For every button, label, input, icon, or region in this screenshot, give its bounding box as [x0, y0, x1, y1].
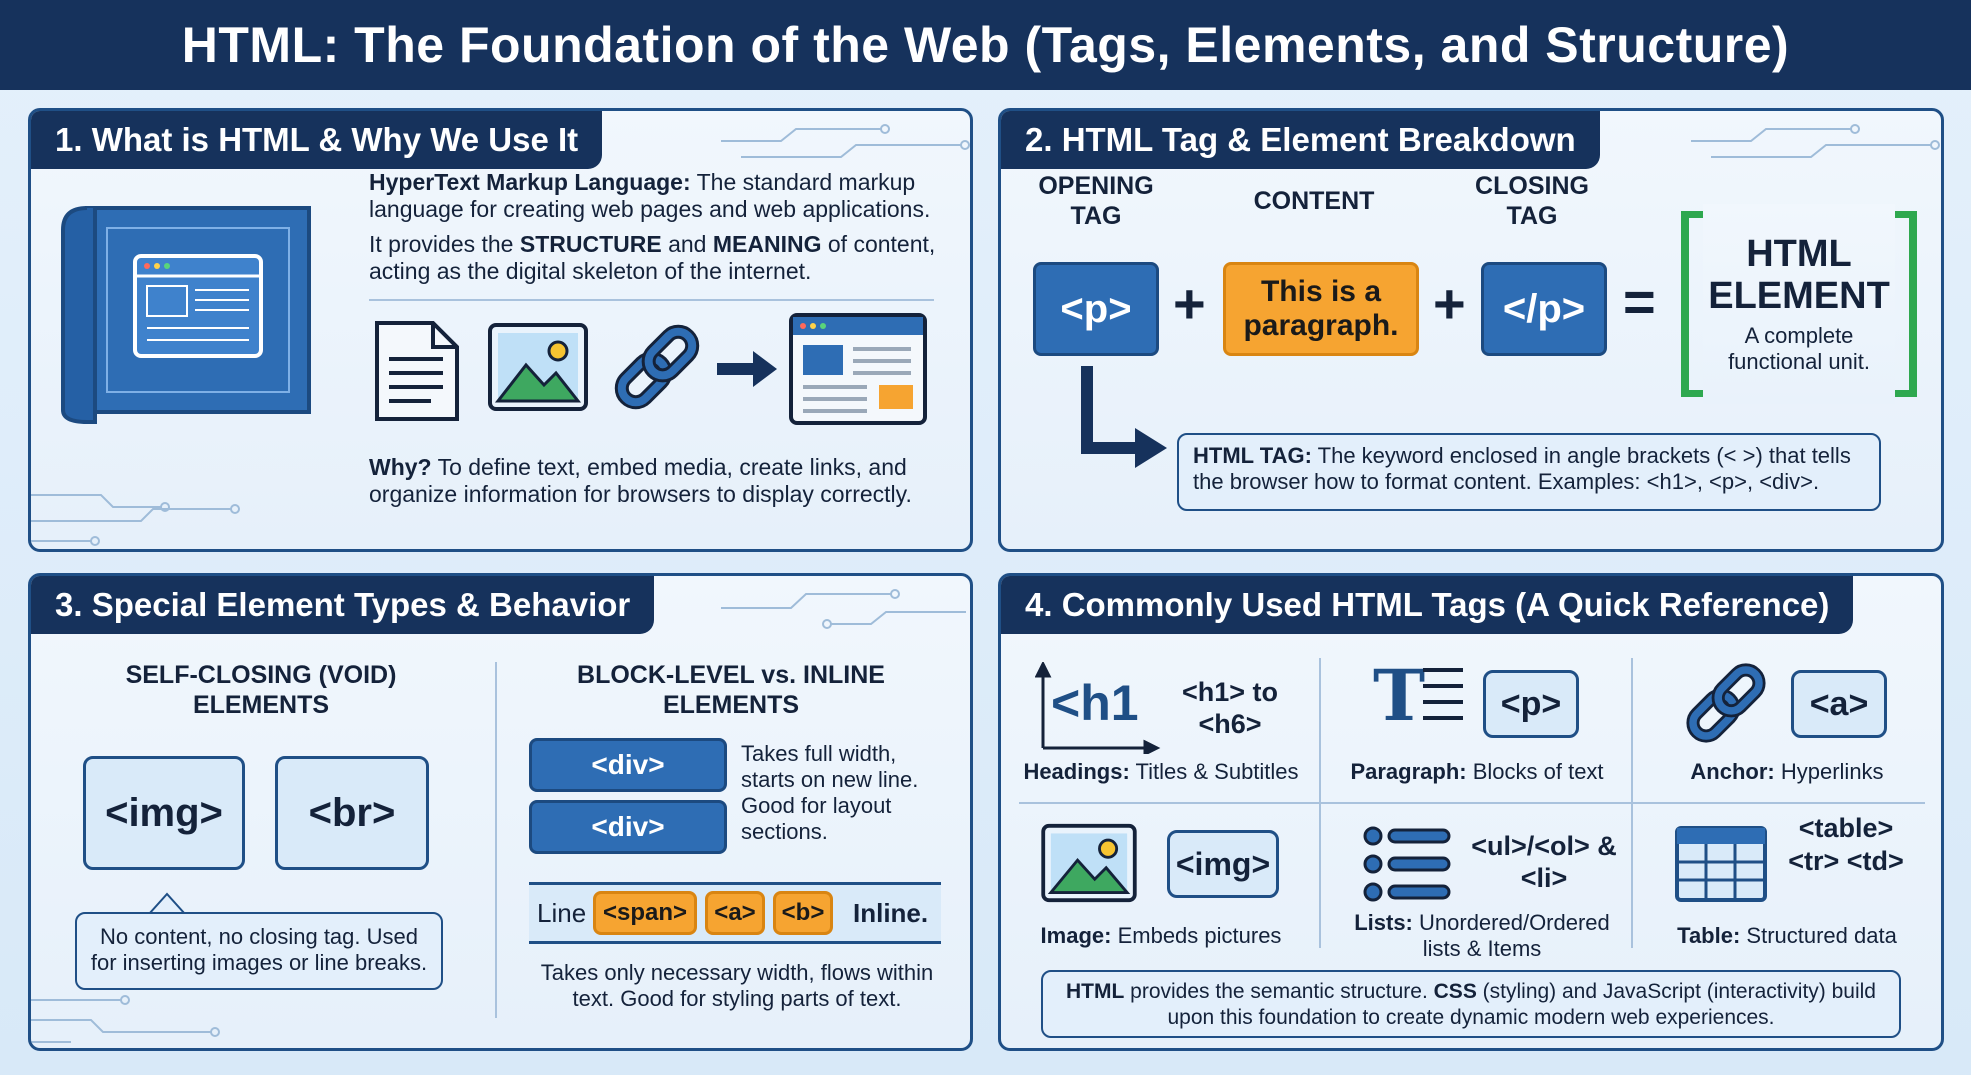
divider	[369, 299, 934, 301]
html-structure-text: It provides the STRUCTURE and MEANING of…	[369, 231, 936, 284]
panel-what-is-html: 1. What is HTML & Why We Use It HyperTex…	[28, 108, 973, 552]
inline-label: Inline.	[853, 898, 929, 928]
p-tag-box: <p>	[1483, 670, 1579, 738]
image-icon	[488, 323, 588, 411]
arrow-right-icon	[717, 351, 777, 387]
block-description: Takes full width, starts on new line. Go…	[741, 741, 919, 844]
panel-header: 2. HTML Tag & Element Breakdown	[1001, 111, 1600, 169]
circuit-decoration-icon	[721, 124, 970, 158]
circuit-decoration-icon	[1691, 124, 1940, 158]
list-tags: <ul>/<ol> & <li>	[1471, 831, 1617, 893]
headings-caption: Headings: Titles & Subtitles	[1023, 759, 1299, 784]
page-title: HTML: The Foundation of the Web (Tags, E…	[181, 17, 1790, 73]
divider	[495, 662, 497, 1018]
opening-tag-box: <p>	[1033, 262, 1159, 356]
footer-note: HTML provides the semantic structure. CS…	[1041, 970, 1901, 1038]
title-bar: HTML: The Foundation of the Web (Tags, E…	[0, 0, 1971, 90]
inline-line-label: Line	[537, 898, 587, 928]
image-icon	[1041, 823, 1137, 903]
panel-header: 1. What is HTML & Why We Use It	[31, 111, 603, 169]
html-tag-note: HTML TAG: The keyword enclosed in angle …	[1177, 433, 1881, 511]
link-chain-icon	[1686, 663, 1766, 743]
content-box: This is a paragraph.	[1223, 262, 1419, 356]
closing-tag-label: CLOSING TAG	[1475, 172, 1589, 230]
callout-pointer-icon	[148, 892, 186, 914]
img-tag-box: <img>	[83, 756, 245, 870]
table-grid-icon	[1675, 826, 1767, 902]
table-tags: <table> <tr> <td>	[1788, 813, 1904, 876]
heading-axis-icon	[1035, 662, 1161, 754]
document-icon	[375, 321, 459, 421]
link-chain-icon	[614, 324, 700, 410]
inline-description: Takes only necessary width, flows within…	[540, 960, 934, 1011]
closing-tag-box: </p>	[1481, 262, 1607, 356]
a-tag-box: <a>	[705, 891, 765, 935]
plus-sign: +	[1173, 272, 1206, 335]
blueprint-webpage-icon	[61, 206, 311, 424]
circuit-decoration-icon	[31, 494, 240, 546]
plus-sign: +	[1433, 272, 1466, 335]
panel-header: 3. Special Element Types & Behavior	[31, 576, 655, 634]
paragraph-icon-text: T	[1373, 654, 1426, 737]
panel-common-tags: 4. Commonly Used HTML Tags (A Quick Refe…	[998, 573, 1944, 1051]
circuit-decoration-icon	[721, 589, 966, 629]
image-caption: Image: Embeds pictures	[1040, 923, 1282, 948]
a-tag-box: <a>	[1791, 670, 1887, 738]
paragraph-caption: Paragraph: Blocks of text	[1350, 759, 1604, 784]
heading-tags: <h1> to <h6>	[1181, 677, 1279, 739]
img-tag-box: <img>	[1167, 830, 1279, 898]
why-text: Why? To define text, embed media, create…	[369, 454, 912, 507]
circuit-decoration-icon	[31, 995, 220, 1043]
b-tag-box: <b>	[773, 891, 833, 935]
elbow-arrow-icon	[1081, 366, 1167, 468]
lists-caption: Lists: Unordered/Ordered lists & Items	[1354, 910, 1610, 961]
panel-header: 4. Commonly Used HTML Tags (A Quick Refe…	[1001, 576, 1854, 634]
void-note: No content, no closing tag. Used for ins…	[75, 912, 443, 990]
block-inline-title: BLOCK-LEVEL vs. INLINE ELEMENTS	[577, 661, 885, 719]
list-bullets-icon	[1363, 826, 1451, 902]
panel-special-elements: 3. Special Element Types & Behavior SELF…	[28, 573, 973, 1051]
anchor-caption: Anchor: Hyperlinks	[1690, 759, 1884, 784]
text-lines-icon	[1423, 668, 1463, 720]
html-element-title: HTML ELEMENT	[1708, 233, 1890, 317]
heading-icon-text: <h1	[1051, 675, 1139, 731]
content-label: CONTENT	[1253, 187, 1375, 215]
panel-tag-breakdown: 2. HTML Tag & Element Breakdown OPENING …	[998, 108, 1944, 552]
webpage-icon	[789, 313, 927, 425]
html-definition: HyperText Markup Language: The standard …	[369, 169, 931, 222]
div-block-2: <div>	[529, 800, 727, 854]
br-tag-box: <br>	[275, 756, 429, 870]
void-elements-title: SELF-CLOSING (VOID) ELEMENTS	[125, 661, 397, 719]
divider	[1019, 802, 1925, 804]
span-tag-box: <span>	[593, 891, 697, 935]
opening-tag-label: OPENING TAG	[1038, 172, 1154, 230]
table-caption: Table: Structured data	[1677, 923, 1897, 948]
equals-sign: =	[1623, 270, 1656, 333]
html-element-subtitle: A complete functional unit.	[1728, 323, 1870, 374]
div-block-1: <div>	[529, 738, 727, 792]
